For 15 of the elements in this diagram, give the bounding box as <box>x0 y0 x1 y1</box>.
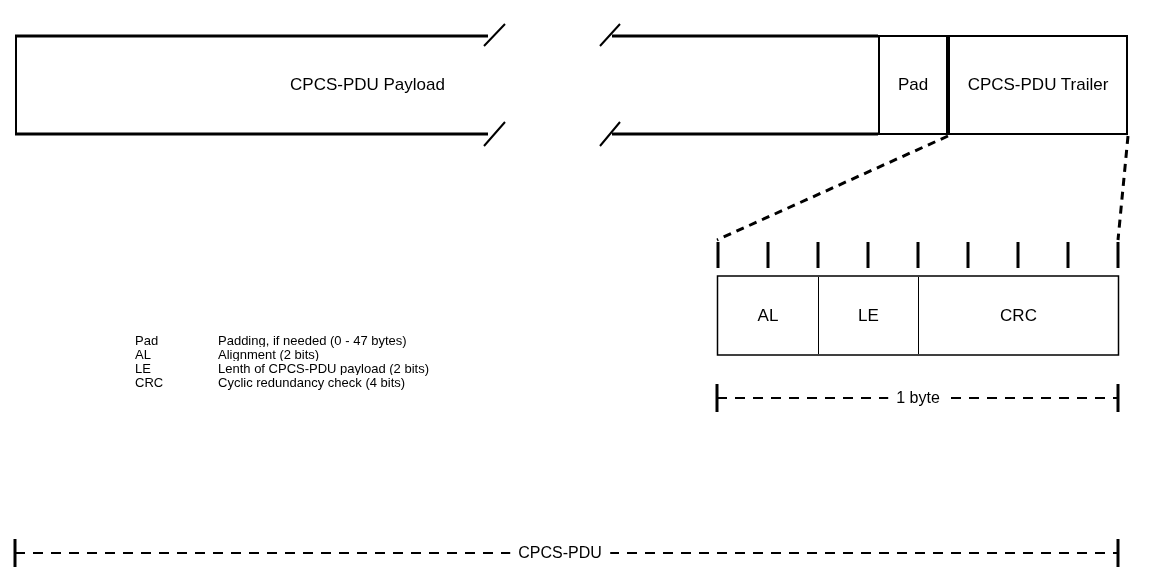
dashed-expansion-line <box>1116 135 1130 241</box>
legend-description: Padding, if needed (0 - 47 bytes) <box>218 333 407 348</box>
legend-abbreviation: CRC <box>135 375 164 390</box>
legend-description: Cyclic redundancy check (4 bits) <box>218 375 406 390</box>
field-label: AL <box>757 304 779 327</box>
legend-abbreviation: Pad <box>135 333 159 348</box>
field-label: CRC <box>1000 304 1037 327</box>
field-label: CPCS-PDU Payload <box>290 74 445 96</box>
byte-box <box>716 240 1120 356</box>
dashed-expansion-line <box>716 134 949 242</box>
field-label: LE <box>858 304 879 327</box>
field-label: Pad <box>897 74 929 96</box>
pad-field <box>878 35 948 135</box>
field-label: CPCS-PDU Trailer <box>967 74 1109 96</box>
trailer-field <box>948 35 1128 135</box>
